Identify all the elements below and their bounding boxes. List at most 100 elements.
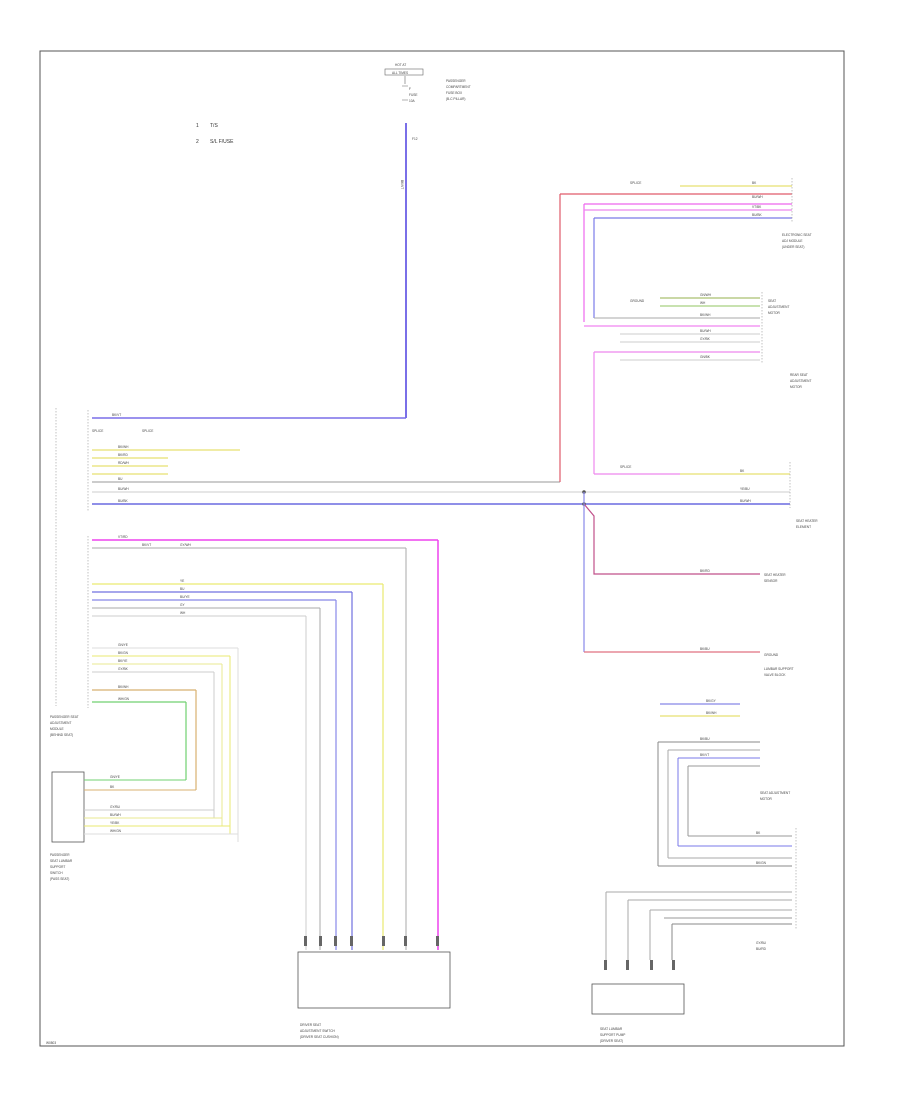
wire-label-left-bottom-3: GY/BK — [118, 667, 129, 671]
fuse-desc-4: (B-C PILLAR) — [446, 97, 465, 101]
wire-label-lumbar-1: BK/WH — [706, 711, 717, 715]
fuse-desc-1: PASSENGER — [446, 79, 466, 83]
wire-label-left-bottom-0: GN/YE — [118, 643, 128, 647]
legend-text-1: T/S — [210, 123, 218, 129]
wire-label-right-top-1: BU/WH — [752, 195, 763, 199]
wire-label-left-mid-2: GY/WH — [180, 543, 191, 547]
left-module-1: PASSENGER SEAT — [50, 715, 79, 719]
right-module-1-3: (UNDER SEAT) — [782, 245, 804, 249]
lumbar-pump-body — [591, 983, 685, 1015]
right-module-4-2: ELEMENT — [796, 525, 811, 529]
right-module-6-2: VALVE BLOCK — [764, 673, 786, 677]
left-low-wires: YE BU BU/YE GY WH — [92, 579, 384, 950]
right-splice-label: SPLICE — [630, 181, 641, 185]
legend: 1 T/S 2 S/L F/USE — [196, 123, 234, 145]
legend-text-2: S/L F/USE — [210, 139, 234, 145]
fuse-ref: F12 — [412, 137, 418, 141]
right-module-2-1: SEAT — [768, 299, 776, 303]
wire-label-lumbar-2: BK/BU — [700, 737, 710, 741]
right-gnd-label: GROUND — [630, 299, 645, 303]
fuse-desc-3: FUSE BOX — [446, 91, 463, 95]
wire-label-left-low-1: BU — [180, 587, 185, 591]
wire-label-left-top-1: BK/WH — [118, 445, 129, 449]
right-lumbar-wires: BK/GY BK/WH BK/BU BK/VT BK BK/GN SEAT AD… — [657, 699, 797, 951]
wire-label-right-low-0: BK/RD — [700, 569, 710, 573]
right-module-7-1: SEAT ADJUSTMENT — [760, 791, 790, 795]
left-module-3: MODULE — [50, 727, 64, 731]
splice-label-2: SPLICE — [142, 429, 153, 433]
left-module-2: ADJUSTMENT — [50, 721, 71, 725]
wire-label-right-low-1: BK/BU — [700, 647, 710, 651]
driver-switch-2: ADJUSTMENT SWITCH — [300, 1029, 336, 1033]
wire-label-left-top-0: BK/VT — [112, 413, 121, 417]
fuse-bus — [384, 68, 424, 76]
wire-label-right-top-3: BU/BK — [752, 213, 762, 217]
left-module: PASSENGER SEAT ADJUSTMENT MODULE (BEHIND… — [50, 408, 89, 737]
driver-seat-switch-body — [297, 951, 451, 1009]
wire-label-right-mid-5: GN/BK — [700, 355, 711, 359]
left-top-wires: BK/WH BK/RD RD/WH BU BU/WH BU/BK — [92, 445, 790, 505]
wire-label-right-mid-2: BK/WH — [700, 313, 711, 317]
right-splice-2: SPLICE — [620, 465, 631, 469]
right-top-wires: SPLICE BK BU/WH VT/BK BU/BK ELECTRONIC S… — [559, 178, 812, 482]
wire-label-left-bottom-1: BK/GN — [118, 651, 129, 655]
top-feed-wire: BK/VT — [400, 123, 407, 418]
wire-label-left-top-4: BU — [118, 477, 123, 481]
top-fuse: HOT AT ALL TIMES F FUSE 10A PASSENGER CO… — [384, 63, 471, 141]
right-module-4-1: SEAT HEATER — [796, 519, 818, 523]
legend-symbol-1: 1 — [196, 123, 199, 129]
seat-switch: GN/YE BK GY/BU BU/WH YE/BK WH/GN PASSENG… — [50, 771, 238, 881]
wire-label-lumbar-5: BK/GN — [756, 861, 767, 865]
wire-label-left-top-3: RD/WH — [118, 461, 129, 465]
seat-switch-1: PASSENGER — [50, 853, 70, 857]
wire-label-left-low-2: BU/YE — [180, 595, 190, 599]
switch-pin-0: GN/YE — [110, 775, 120, 779]
right-module-2-2: ADJUSTMENT — [768, 305, 789, 309]
right-module-8-1: GY/BU — [756, 941, 767, 945]
switch-pin-4: YE/BK — [110, 821, 120, 825]
right-module-1-1: ELECTRONIC SEAT — [782, 233, 812, 237]
right-mid-wires: GROUND GN/WH WH BK/WH BU/WH GY/BK GN/BK … — [584, 292, 811, 474]
fuse-line-4: FUSE — [409, 93, 418, 97]
wire-label-right-center-0: BK — [740, 469, 745, 473]
seat-switch-body — [51, 771, 85, 843]
wire-label-right-center-1: YE/BU — [740, 487, 750, 491]
right-module-3-2: ADJUSTMENT — [790, 379, 811, 383]
right-module-8-2: BU/RD — [756, 947, 767, 951]
right-module-5-1: SEAT HEATER — [764, 573, 786, 577]
seat-switch-5: (PASS SEAT) — [50, 877, 69, 881]
wire-label-lumbar-0: BK/GY — [706, 699, 717, 703]
wire-label-lumbar-3: BK/VT — [700, 753, 709, 757]
seat-switch-4: SWITCH — [50, 871, 63, 875]
driver-seat-switch: DRIVER SEAT ADJUSTMENT SWITCH (DRIVER SE… — [297, 936, 451, 1039]
wire-label-right-mid-1: WH — [700, 301, 706, 305]
wire-label-right-top-0: BK — [752, 181, 757, 185]
splice-label-1: SPLICE — [92, 429, 103, 433]
wire-label-right-mid-4: GY/BK — [700, 337, 711, 341]
wire-label-left-top-5: BU/WH — [118, 487, 129, 491]
left-mid-wires: VT/RD BK/VT GY/WH — [92, 535, 439, 950]
wire-label-right-mid-0: GN/WH — [700, 293, 712, 297]
wire-label-lumbar-4: BK — [756, 831, 761, 835]
wire-label-left-bottom-4: BK/WH — [118, 685, 129, 689]
fuse-line-5: 10A — [409, 99, 416, 103]
lumbar-pump-2: SUPPORT PUMP — [600, 1033, 625, 1037]
diagram-border — [39, 50, 845, 1047]
switch-pin-3: BU/WH — [110, 813, 121, 817]
fuse-line-1: HOT AT — [395, 63, 406, 67]
wire-label-left-mid-0: VT/RD — [118, 535, 128, 539]
wire-label-left-low-0: YE — [180, 579, 184, 583]
fuse-line-3: F — [409, 87, 411, 91]
right-module-6-1: LUMBAR SUPPORT — [764, 667, 794, 671]
left-bottom-wires: GN/YE BK/GN BK/YE GY/BK BK/WH WH/GN — [92, 643, 239, 842]
right-module-1-2: ADJ MODULE — [782, 239, 803, 243]
seat-switch-3: SUPPORT — [50, 865, 65, 869]
right-module-2-3: MOTOR — [768, 311, 781, 315]
lumbar-pump: SEAT LUMBAR SUPPORT PUMP (DRIVER SEAT) — [591, 891, 792, 1043]
right-module-7-2: MOTOR — [760, 797, 773, 801]
switch-pin-1: BK — [110, 785, 115, 789]
right-gnd-2: GROUND — [764, 653, 779, 657]
right-low-wires: BK/RD BK/BU SEAT HEATER SENSOR GROUND LU… — [583, 492, 794, 677]
footer-code: W0803 — [46, 1041, 56, 1045]
